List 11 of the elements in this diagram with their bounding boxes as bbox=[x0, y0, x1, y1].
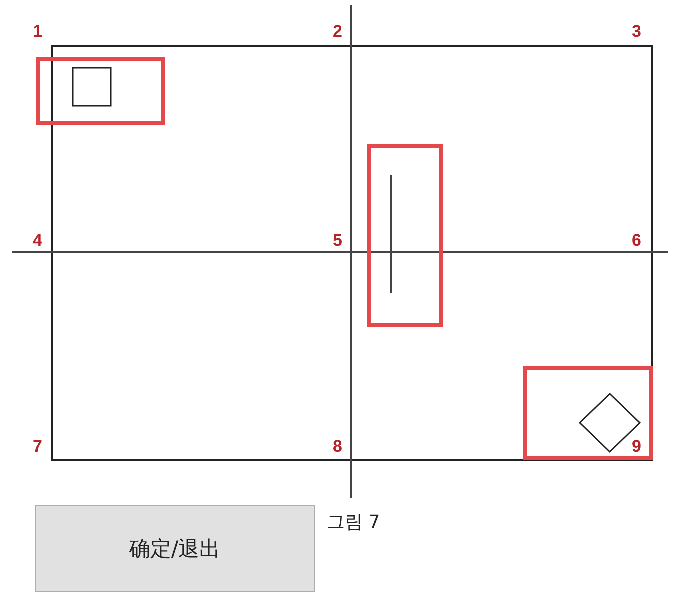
point-number: 6 bbox=[632, 231, 642, 251]
point-number: 7 bbox=[33, 437, 42, 457]
confirm-button: 确定/退出 bbox=[35, 505, 315, 592]
figure-caption: 그림 7 bbox=[327, 512, 380, 534]
point-number: 9 bbox=[632, 437, 642, 457]
point-number: 5 bbox=[333, 231, 342, 251]
point-number: 1 bbox=[33, 22, 42, 42]
point-number: 8 bbox=[333, 437, 342, 457]
point-number: 4 bbox=[33, 231, 42, 251]
point-number: 2 bbox=[333, 22, 342, 42]
point-number: 3 bbox=[632, 22, 642, 42]
